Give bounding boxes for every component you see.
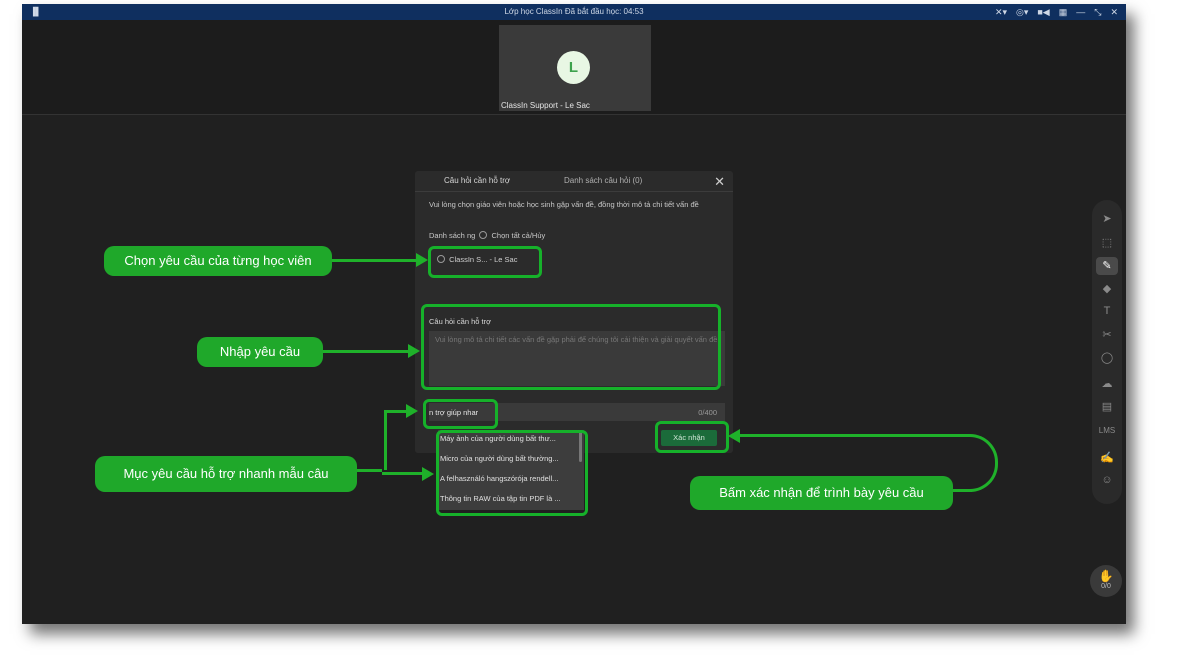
template-item[interactable]: Micro của người dùng bất thường... bbox=[440, 454, 559, 463]
quick-help-bar[interactable]: n trợ giúp nhar 0/400 bbox=[429, 403, 725, 421]
minimize-icon[interactable]: — bbox=[1076, 7, 1086, 17]
connector-line bbox=[322, 350, 410, 353]
char-counter: 0/400 bbox=[698, 408, 717, 417]
arrow-right-icon bbox=[408, 344, 420, 358]
window-title: Lớp học ClassIn Đã bắt đầu học: 04:53 bbox=[504, 7, 644, 16]
tab-question-list[interactable]: Danh sách câu hỏi (0) bbox=[564, 176, 643, 185]
callout-confirm: Bấm xác nhận để trình bày yêu cầu bbox=[690, 476, 953, 510]
pen-icon[interactable]: ✎ bbox=[1096, 257, 1118, 275]
classin-window: ▐▌ Lớp học ClassIn Đã bắt đầu học: 04:53… bbox=[22, 4, 1126, 624]
highlight-templates bbox=[436, 430, 588, 516]
pointer-icon[interactable]: ➤ bbox=[1102, 213, 1112, 225]
connector-line bbox=[384, 410, 387, 470]
connector-line bbox=[356, 469, 382, 472]
window-controls: ✕▾ ◎▾ ■◀ ▦ — ⤡ ✕ bbox=[995, 4, 1118, 20]
signal-icon: ▐▌ bbox=[30, 7, 42, 16]
highlight-question bbox=[421, 304, 721, 390]
highlight-confirm bbox=[655, 421, 729, 453]
connector-line bbox=[330, 259, 418, 262]
select-icon[interactable]: ⬚ bbox=[1101, 237, 1113, 249]
avatar: L bbox=[557, 51, 590, 84]
callout-quick-template: Mục yêu cầu hỗ trợ nhanh mẫu câu bbox=[95, 456, 357, 492]
connector-line bbox=[382, 472, 424, 475]
hand-counter-text: 0/0 bbox=[1101, 583, 1111, 590]
template-scrollbar[interactable] bbox=[579, 432, 582, 462]
tab-support-question[interactable]: Câu hỏi cần hỗ trợ bbox=[444, 176, 511, 185]
arrow-right-icon bbox=[422, 467, 434, 481]
student-radio[interactable] bbox=[437, 255, 445, 263]
connector-line bbox=[738, 434, 968, 437]
connector-curve bbox=[948, 434, 998, 492]
close-icon[interactable]: ✕ bbox=[714, 174, 725, 189]
hand-icon: ✋ bbox=[1098, 569, 1114, 583]
template-item[interactable]: Thông tin RAW của tập tin PDF là ... bbox=[440, 494, 561, 503]
camera-icon[interactable]: ■◀ bbox=[1037, 7, 1050, 17]
template-item[interactable]: A felhasználó hangszórója rendell... bbox=[440, 474, 559, 483]
support-dialog: Câu hỏi cần hỗ trợ Danh sách câu hỏi (0)… bbox=[415, 171, 733, 453]
participant-name: ClassIn Support - Le Sac bbox=[501, 101, 590, 110]
connector-line bbox=[384, 410, 408, 413]
scissors-icon[interactable]: ✂ bbox=[1102, 329, 1112, 341]
cloud-icon[interactable]: ☁ bbox=[1101, 378, 1113, 390]
mic-icon[interactable]: ◎▾ bbox=[1016, 7, 1029, 17]
question-label: Câu hỏi cần hỗ trợ bbox=[429, 317, 492, 326]
quick-help-input[interactable]: n trợ giúp nhar bbox=[429, 408, 479, 417]
grid-icon[interactable]: ▦ bbox=[1058, 7, 1068, 17]
list-label-text: Danh sách ng bbox=[429, 231, 476, 240]
connector-line bbox=[952, 489, 972, 492]
hand-raise-counter[interactable]: ✋ 0/0 bbox=[1090, 565, 1122, 597]
speaker-icon[interactable]: ✕▾ bbox=[994, 7, 1007, 17]
arrow-left-icon bbox=[728, 429, 740, 443]
template-dropdown: Máy ảnh của người dùng bất thư... Micro … bbox=[438, 430, 584, 510]
student-option[interactable]: ClassIn S... - Le Sac bbox=[435, 255, 517, 264]
lms-icon[interactable]: LMS bbox=[1098, 426, 1116, 435]
instruction-text: Vui lòng chọn giáo viên hoặc học sinh gặ… bbox=[429, 200, 699, 209]
restore-icon[interactable]: ⤡ bbox=[1094, 7, 1102, 17]
highlight-quick-help bbox=[423, 399, 498, 429]
whiteboard-toolbar: ➤ ⬚ ✎ ◆ T ✂ ◯ ☁ ▤ LMS ✍ ☺ bbox=[1092, 200, 1122, 504]
question-textarea[interactable]: Vui lòng mô tả chi tiết các vấn đề gặp p… bbox=[429, 331, 725, 386]
video-bar: L ClassIn Support - Le Sac bbox=[22, 20, 1126, 115]
text-icon[interactable]: T bbox=[1103, 305, 1111, 317]
highlight-student bbox=[428, 246, 542, 278]
eraser-icon[interactable]: ◆ bbox=[1102, 283, 1112, 295]
video-tile[interactable]: L ClassIn Support - Le Sac bbox=[499, 25, 651, 111]
arrow-right-icon bbox=[416, 253, 428, 267]
template-item[interactable]: Máy ảnh của người dùng bất thư... bbox=[440, 434, 556, 443]
edit-icon[interactable]: ✍ bbox=[1100, 452, 1114, 464]
close-window-icon[interactable]: ✕ bbox=[1110, 7, 1118, 17]
shape-icon[interactable]: ◯ bbox=[1100, 352, 1114, 364]
callout-select-student: Chọn yêu cầu của từng học viên bbox=[104, 246, 332, 276]
select-all-label[interactable]: Chọn tất cả/Hủy bbox=[491, 231, 546, 240]
confirm-button[interactable]: Xác nhận bbox=[661, 430, 717, 446]
dialog-tabs: Câu hỏi cần hỗ trợ Danh sách câu hỏi (0)… bbox=[415, 171, 733, 192]
toolbox-icon[interactable]: ▤ bbox=[1101, 401, 1113, 413]
participant-list-label: Danh sách ng Chọn tất cả/Hủy bbox=[429, 231, 545, 240]
student-label: ClassIn S... - Le Sac bbox=[449, 255, 518, 264]
users-icon[interactable]: ☺ bbox=[1101, 474, 1113, 486]
select-all-radio[interactable] bbox=[479, 231, 488, 239]
title-bar: ▐▌ Lớp học ClassIn Đã bắt đầu học: 04:53… bbox=[22, 4, 1126, 20]
arrow-right-icon bbox=[406, 404, 418, 418]
callout-enter-request: Nhập yêu cầu bbox=[197, 337, 323, 367]
